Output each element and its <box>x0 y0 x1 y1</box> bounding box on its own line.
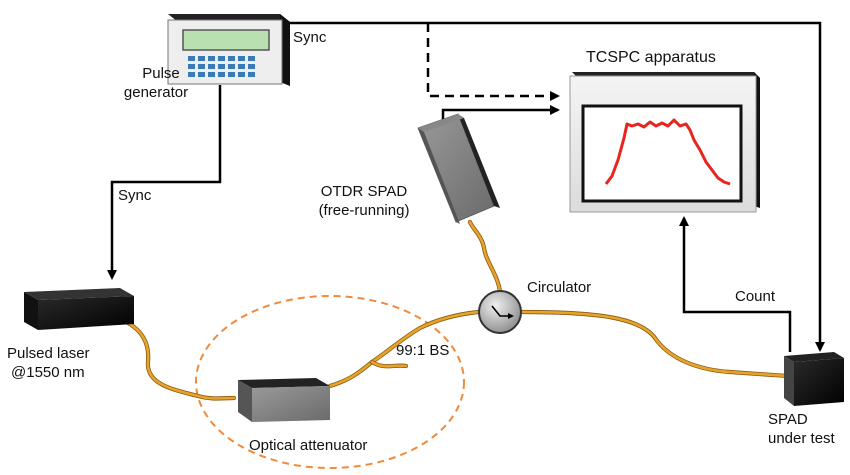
optical-fibers <box>92 219 791 401</box>
sync-wire-to-spad-under-test <box>288 21 825 352</box>
tcspc-label: TCSPC apparatus <box>586 49 716 66</box>
pulsed-laser-box <box>24 288 134 330</box>
pulsed-laser-label-line2: @1550 nm <box>11 364 85 381</box>
sync-label-top: Sync <box>293 29 327 46</box>
otdr-spad-label: OTDR SPAD (free-running) <box>304 182 424 220</box>
attenuation-group-outline <box>195 295 465 469</box>
spad-under-test-label-line2: under test <box>768 430 835 447</box>
pulsed-laser-label: Pulsed laser @1550 nm <box>7 344 90 382</box>
pulse-generator-label: Pulse generator <box>106 64 206 102</box>
pulse-generator-label-line1: Pulse <box>142 65 180 82</box>
dashed-sync-wire-to-tcspc <box>426 23 560 101</box>
fiber-circulator-to-spad <box>519 309 791 379</box>
tcspc-monitor <box>569 72 760 213</box>
keypad-icon <box>188 56 255 77</box>
otdr-spad-label-line2: (free-running) <box>318 202 410 219</box>
sync-label-left: Sync <box>118 187 152 204</box>
optical-attenuator-label: Optical attenuator <box>249 437 368 454</box>
otdr-spad-label-line1: OTDR SPAD <box>320 183 408 200</box>
circulator-symbol <box>478 290 522 334</box>
spad-under-test-box <box>784 352 844 406</box>
count-label: Count <box>735 288 776 305</box>
histogram-trace <box>604 118 731 186</box>
spad-under-test-label-line1: SPAD <box>768 411 808 428</box>
count-wire <box>679 216 792 352</box>
circulator-label: Circulator <box>527 279 592 296</box>
pulse-generator-device <box>167 14 290 86</box>
fiber-circulator-to-otdr <box>467 219 503 295</box>
spad-under-test-label: SPAD under test <box>768 410 835 448</box>
pulsed-laser-label-line1: Pulsed laser <box>7 345 90 362</box>
beam-splitter-label: 99:1 BS <box>396 342 450 359</box>
otdr-spad-detector <box>417 113 500 224</box>
optical-attenuator-box <box>238 378 330 422</box>
pulse-generator-label-line2: generator <box>123 84 189 101</box>
sync-wire-to-laser <box>107 85 222 280</box>
